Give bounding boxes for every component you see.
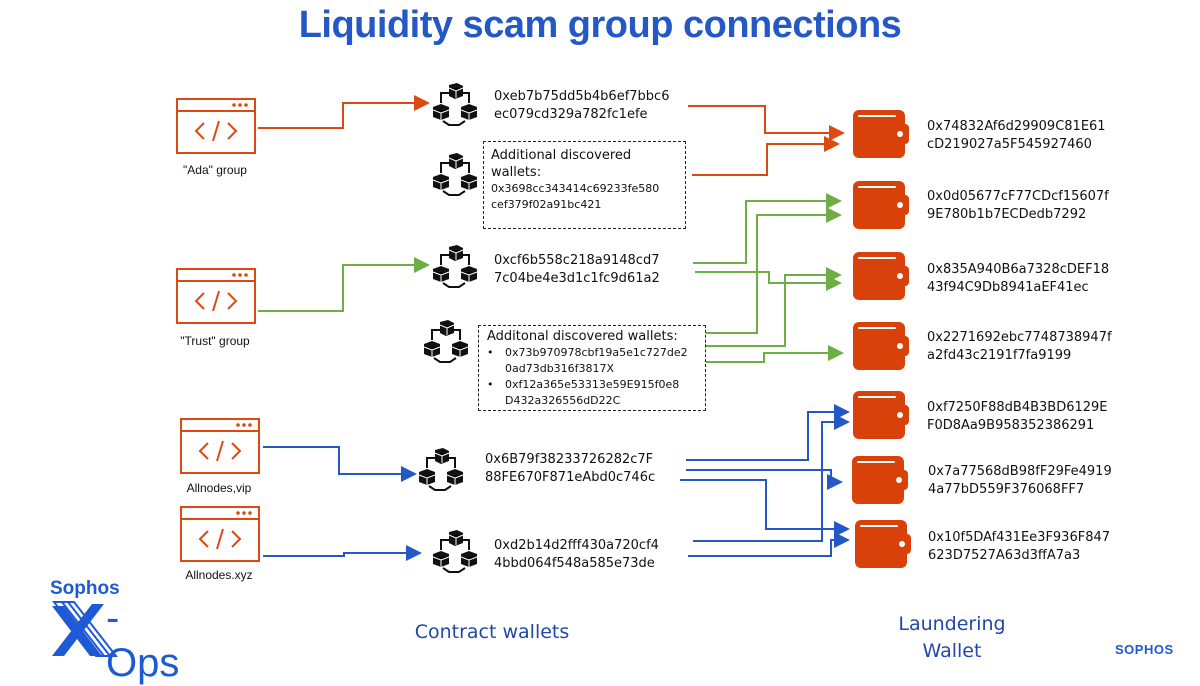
link-contract-6-to-wallet-7	[688, 532, 850, 557]
blockchain-icon	[422, 320, 470, 368]
logo-sophos-text: Sophos	[50, 578, 120, 599]
address-line-1: 0xf7250F88dB4B3BD6129E	[927, 400, 1108, 415]
link-contract-6-to-wallet-5	[693, 414, 850, 542]
trust-box-item-line-1: 0xf12a365e53313e59E915f0e8	[505, 378, 680, 391]
source-group-label: Allnodes.xyz	[185, 568, 253, 582]
source-group-label: "Ada" group	[183, 163, 247, 177]
contract-wallet-address: 0xcf6b558c218a9148cd7 7c04be4e3d1c1fc9d61…	[494, 252, 660, 288]
address-line-1: 0xeb7b75dd5b4b6ef7bbc6	[494, 89, 670, 104]
blockchain-icon	[417, 448, 465, 496]
link-trust-additional-to-wallet-2	[687, 207, 842, 334]
address-line-1: 0x0d05677cF77CDcf15607f	[927, 189, 1109, 204]
bullet: •	[487, 346, 494, 359]
contract-wallets-label: Contract wallets	[414, 621, 570, 643]
trust-additional-wallets-box: Additonal discovered wallets: • 0x73b970…	[478, 325, 706, 411]
address-line-1: 0x835A940B6a7328cDEF18	[927, 262, 1110, 277]
laundering-wallet-address: 0x835A940B6a7328cDEF18 43f94C9Db8941aEF41…	[927, 261, 1109, 297]
address-line-2: cD219027a5F545927460	[927, 137, 1092, 152]
blockchain-icon	[431, 83, 479, 131]
link-contract-5-to-wallet-7	[680, 479, 850, 537]
laundering-wallet-address: 0x0d05677cF77CDcf15607f 9E780b1b7ECDedb72…	[927, 188, 1109, 224]
laundering-wallet-address: 0x10f5DAf431Ee3F936F847 623D7527A63d3ffA7…	[928, 529, 1110, 565]
address-line-2: 4a77bD559F376068FF7	[928, 482, 1085, 497]
laundering-label-line-1: Laundering	[898, 613, 1006, 635]
blockchain-icon	[431, 530, 479, 578]
address-line-1: 0x6B79f38233726282c7F	[485, 452, 654, 467]
trust-box-item: • 0x73b970978cbf19a5e1c727de2	[487, 345, 705, 361]
link-contract-1-to-wallet-1	[688, 105, 845, 141]
link-contract-5-to-wallet-6	[686, 469, 843, 490]
contract-wallet-address: 0x6B79f38233726282c7F 88FE670F871eAbd0c74…	[485, 451, 655, 487]
code-window-icon	[180, 506, 260, 566]
code-window-icon	[176, 268, 256, 328]
code-window-icon	[180, 418, 260, 478]
trust-box-item-line-2: D432a326556dD22C	[505, 394, 621, 407]
x-mark-icon	[52, 601, 118, 657]
link-ada-to-contract-1	[258, 95, 430, 129]
blockchain-icon	[431, 153, 479, 201]
laundering-wallet-address: 0xf7250F88dB4B3BD6129E F0D8Aa9B9583523862…	[927, 399, 1108, 435]
address-line-2: F0D8Aa9B958352386291	[927, 418, 1095, 433]
ada-box-heading-1: Additional discovered	[491, 148, 632, 163]
ada-box-address-2: cef379f02a91bc421	[491, 198, 602, 211]
wallet-icon	[852, 456, 908, 508]
link-contract-3-to-wallet-2	[693, 193, 842, 264]
link-trust-additional-to-wallet-4	[684, 345, 844, 363]
link-contract-3-to-wallet-3	[695, 271, 842, 291]
address-line-1: 0xd2b14d2fff430a720cf4	[494, 538, 659, 553]
address-line-2: 88FE670F871eAbd0c746c	[485, 470, 656, 485]
source-group-label: "Trust" group	[180, 334, 250, 348]
link-contract-5-to-wallet-5	[686, 404, 850, 461]
address-line-2: 623D7527A63d3ffA7a3	[928, 548, 1081, 563]
laundering-wallet-label: Laundering Wallet	[852, 611, 1052, 665]
ada-box-heading-2: wallets:	[491, 165, 542, 180]
code-window-icon	[176, 98, 256, 158]
wallet-icon	[853, 391, 909, 443]
laundering-label-line-2: Wallet	[922, 640, 982, 662]
address-line-1: 0x74832Af6d29909C81E61	[927, 119, 1106, 134]
wallet-icon	[853, 322, 909, 374]
laundering-wallet-address: 0x7a77568dB98fF29Fe4919 4a77bD559F376068F…	[928, 463, 1112, 499]
sophos-xops-logo: Sophos -Ops	[48, 578, 179, 685]
address-line-2: 4bbd064f548a585e73de	[494, 556, 655, 571]
ada-additional-wallets-box: Additional discovered wallets: 0x3698cc3…	[483, 141, 686, 229]
wallet-icon	[853, 252, 909, 304]
link-xyz-to-contract-6	[263, 545, 422, 561]
address-line-2: 7c04be4e3d1c1fc9d61a2	[494, 271, 660, 286]
trust-box-heading: Additonal discovered wallets:	[487, 329, 678, 344]
page-title: Liquidity scam group connections	[298, 4, 902, 46]
address-line-1: 0x2271692ebc7748738947f	[927, 330, 1112, 345]
address-line-1: 0x10f5DAf431Ee3F936F847	[928, 530, 1111, 545]
address-line-2: 43f94C9Db8941aEF41ec	[927, 280, 1089, 295]
wallet-icon	[853, 110, 909, 162]
ada-box-address-1: 0x3698cc343414c69233fe580	[491, 182, 660, 195]
laundering-wallet-address: 0x74832Af6d29909C81E61 cD219027a5F5459274…	[927, 118, 1106, 154]
address-line-2: 9E780b1b7ECDedb7292	[927, 207, 1087, 222]
link-ada-additional-to-wallet-1	[692, 136, 840, 176]
wallet-icon	[855, 520, 911, 572]
trust-box-item: • 0xf12a365e53313e59E915f0e8	[487, 377, 705, 393]
sophos-brand: SOPHOS	[1115, 642, 1174, 657]
address-line-1: 0x7a77568dB98fF29Fe4919	[928, 464, 1112, 479]
contract-wallet-address: 0xeb7b75dd5b4b6ef7bbc6 ec079cd329a782fc1e…	[494, 88, 669, 124]
contract-wallet-address: 0xd2b14d2fff430a720cf4 4bbd064f548a585e73…	[494, 537, 659, 573]
link-vip-to-contract-5	[263, 446, 417, 482]
trust-box-item-line-1: 0x73b970978cbf19a5e1c727de2	[505, 346, 688, 359]
blockchain-icon	[431, 245, 479, 293]
link-trust-to-contract-3	[258, 257, 430, 312]
source-group-label: Allnodes,vip	[186, 481, 252, 495]
logo-ops-text: -Ops	[106, 596, 180, 685]
bullet: •	[487, 378, 494, 391]
laundering-wallet-address: 0x2271692ebc7748738947f a2fd43c2191f7fa91…	[927, 329, 1112, 365]
address-line-2: a2fd43c2191f7fa9199	[927, 348, 1072, 363]
trust-box-item-line-2: 0ad73db316f3817X	[505, 362, 615, 375]
address-line-1: 0xcf6b558c218a9148cd7	[494, 253, 660, 268]
address-line-2: ec079cd329a782fc1efe	[494, 107, 648, 122]
link-trust-additional-to-wallet-3	[685, 267, 842, 347]
wallet-icon	[853, 181, 909, 233]
